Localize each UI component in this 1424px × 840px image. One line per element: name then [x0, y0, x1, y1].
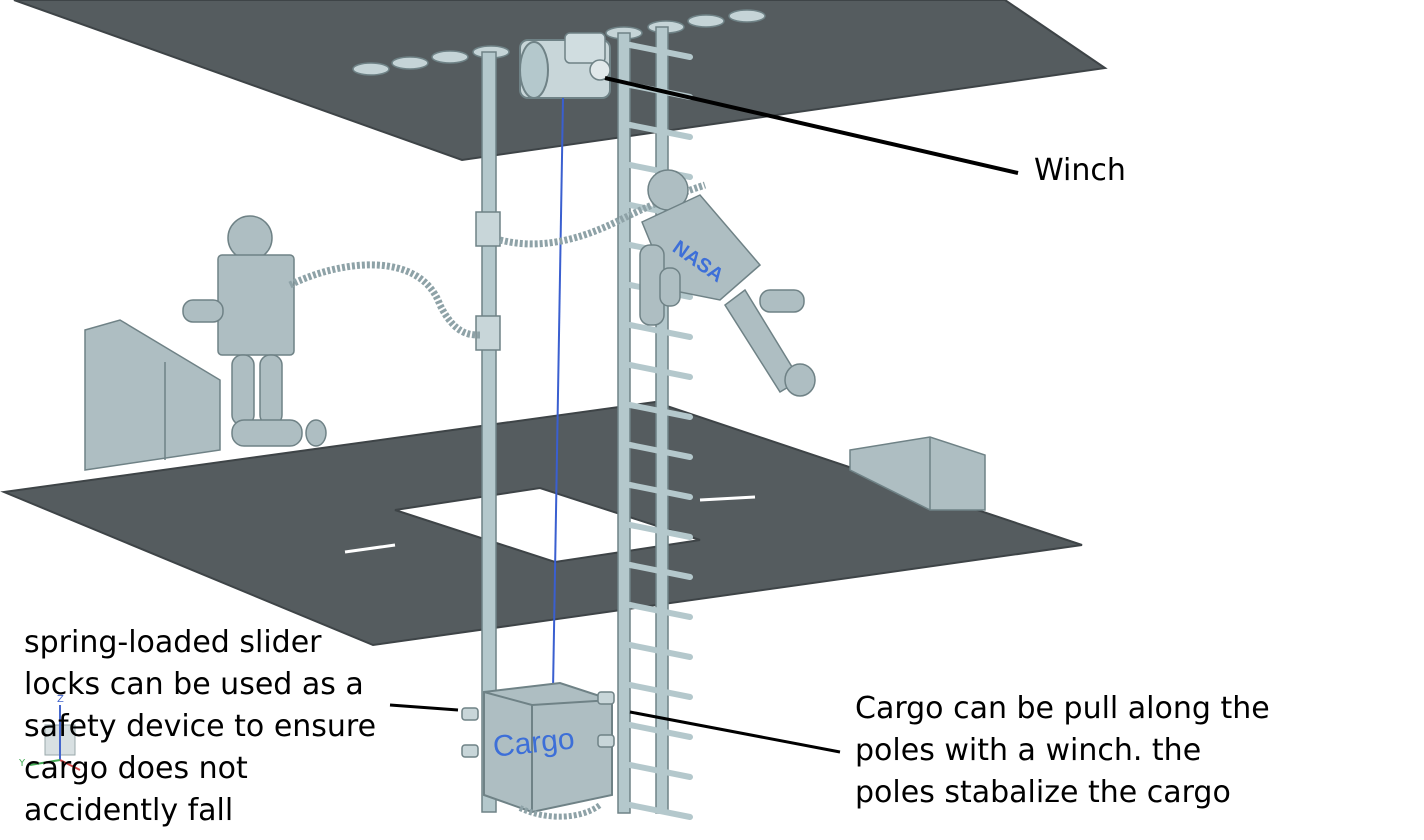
ladder-rung	[627, 402, 693, 420]
climbing-astronaut: NASA	[639, 169, 816, 397]
ladder-rung	[627, 322, 693, 340]
winch	[519, 32, 611, 99]
slider-leader-line	[389, 703, 459, 712]
axis-z-label: Z	[57, 694, 64, 705]
ladder-rung	[627, 442, 693, 460]
left-pole	[475, 51, 501, 813]
winch-label: Winch	[1034, 153, 1126, 188]
ladder-rung	[627, 722, 693, 740]
ladder-rung	[627, 42, 693, 60]
ladder-rung	[627, 562, 693, 580]
winch-cable	[552, 97, 564, 691]
ladder-rung	[627, 602, 693, 620]
left-hose	[288, 261, 481, 339]
cargo-leader-line	[629, 710, 841, 754]
slider-locks-label: spring-loaded slider locks can be used a…	[24, 625, 377, 828]
ladder-rung	[627, 642, 693, 660]
axis-y-label: Y	[18, 758, 26, 769]
ladder-rung	[627, 522, 693, 540]
left-robot	[182, 215, 327, 447]
axis-triad: Z Y	[18, 694, 81, 771]
cargo-box: Cargo	[461, 681, 615, 820]
ladder-rung	[627, 362, 693, 380]
ladder-rung	[627, 762, 693, 780]
right-box	[849, 436, 986, 511]
ladder-rung	[627, 122, 693, 140]
cargo-poles-label: Cargo can be pull along the poles with a…	[855, 691, 1270, 810]
ladder-rung	[627, 682, 693, 700]
ladder-rung	[627, 802, 693, 820]
ladder-rung	[627, 482, 693, 500]
winch-leader-line	[604, 76, 1019, 175]
slider-locks	[461, 691, 615, 758]
left-console	[84, 319, 221, 471]
